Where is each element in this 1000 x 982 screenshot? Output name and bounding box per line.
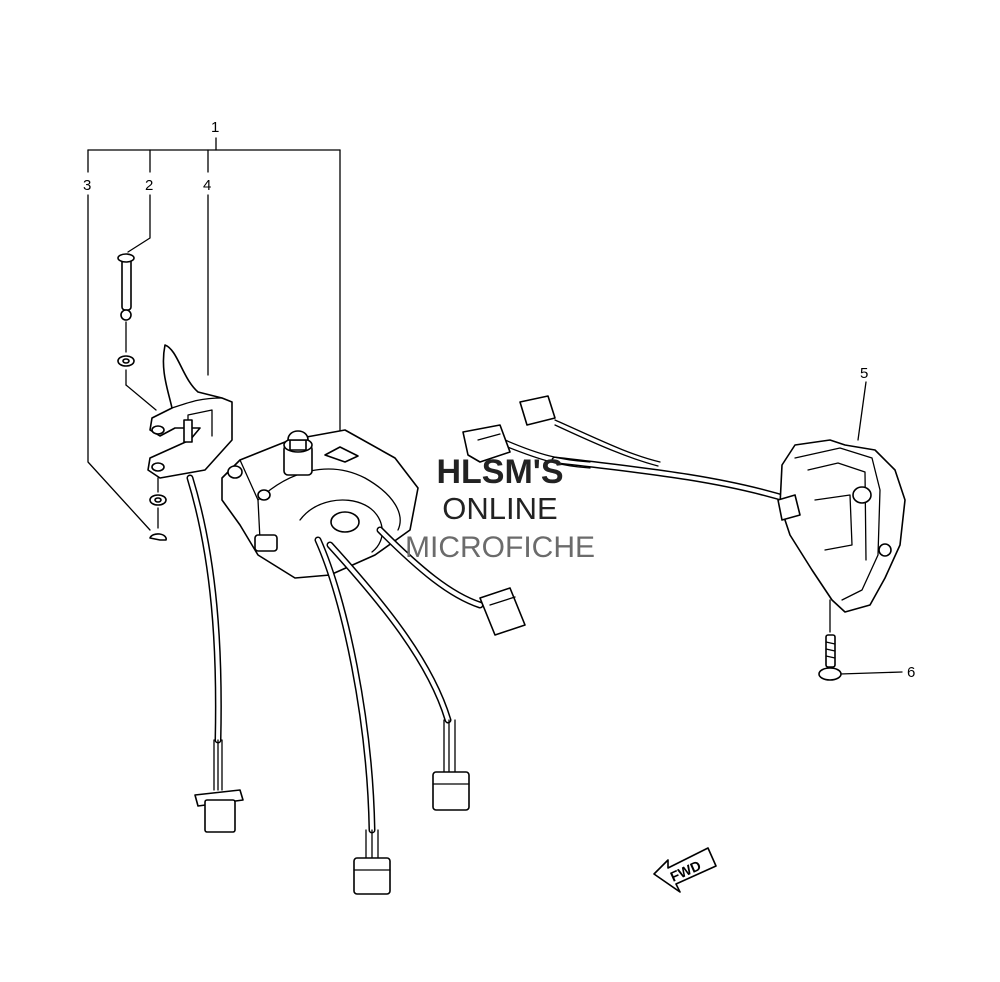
pin-part	[117, 253, 135, 321]
callout-labels: 1 2 3 4 5 6	[83, 119, 915, 681]
callout-leaders	[87, 137, 903, 675]
callout-6: 6	[907, 664, 915, 681]
washer-part	[117, 355, 167, 506]
watermark-line-1: HLSM'S	[436, 453, 563, 491]
callout-2: 2	[145, 177, 153, 194]
fwd-direction-arrow: FWD	[653, 847, 717, 893]
lever-bracket-part	[147, 344, 233, 479]
callout-1: 1	[211, 119, 219, 136]
watermark: HLSM'S ONLINE MICROFICHE	[405, 453, 595, 564]
watermark-line-2: ONLINE	[442, 491, 557, 526]
callout-3: 3	[83, 177, 91, 194]
connectors	[194, 395, 556, 895]
watermark-line-3: MICROFICHE	[405, 531, 595, 564]
wire-harness	[186, 419, 794, 834]
clip-part	[149, 533, 167, 541]
cover-part	[777, 439, 906, 613]
fwd-label: FWD	[668, 857, 704, 885]
switch-housing-part	[221, 429, 419, 579]
callout-5: 5	[860, 365, 868, 382]
callout-4: 4	[203, 177, 211, 194]
screw-part	[818, 634, 842, 681]
